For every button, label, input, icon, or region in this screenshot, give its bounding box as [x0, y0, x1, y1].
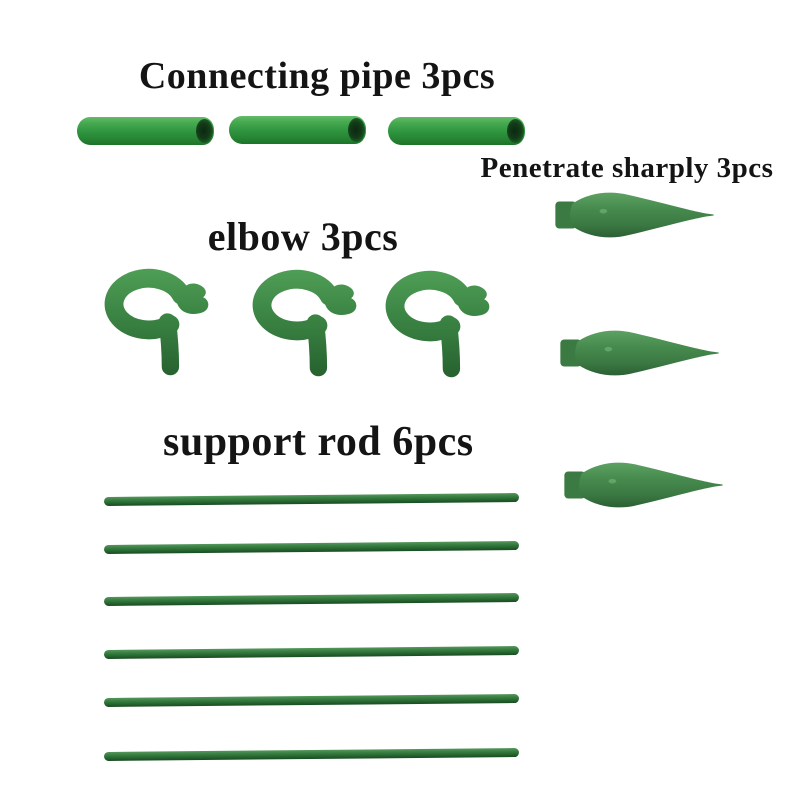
connecting-pipe-label: Connecting pipe 3pcs	[138, 55, 496, 97]
support-rod-image	[103, 541, 520, 554]
sharp-tip-image	[564, 462, 723, 508]
support-rod-image	[103, 646, 520, 659]
sharp-tip-image	[555, 192, 714, 238]
elbow-image	[250, 269, 367, 379]
support-rod-image	[103, 694, 520, 707]
penetrate-sharply-label: Penetrate sharply 3pcs	[480, 152, 774, 184]
support-rod-image	[103, 748, 520, 761]
connecting-pipe-image	[229, 116, 366, 144]
pipe-opening	[507, 119, 524, 143]
pipe-opening	[348, 118, 365, 142]
support-rod-image	[103, 493, 520, 506]
elbow-image	[102, 268, 219, 378]
pipe-opening	[196, 119, 213, 143]
connecting-pipe-image	[77, 117, 214, 145]
support-rod-image	[103, 593, 520, 606]
elbow-label: elbow 3pcs	[207, 214, 399, 259]
connecting-pipe-image	[388, 117, 525, 145]
support-rod-label: support rod 6pcs	[163, 419, 474, 465]
elbow-image	[383, 270, 500, 380]
sharp-tip-image	[560, 330, 719, 376]
